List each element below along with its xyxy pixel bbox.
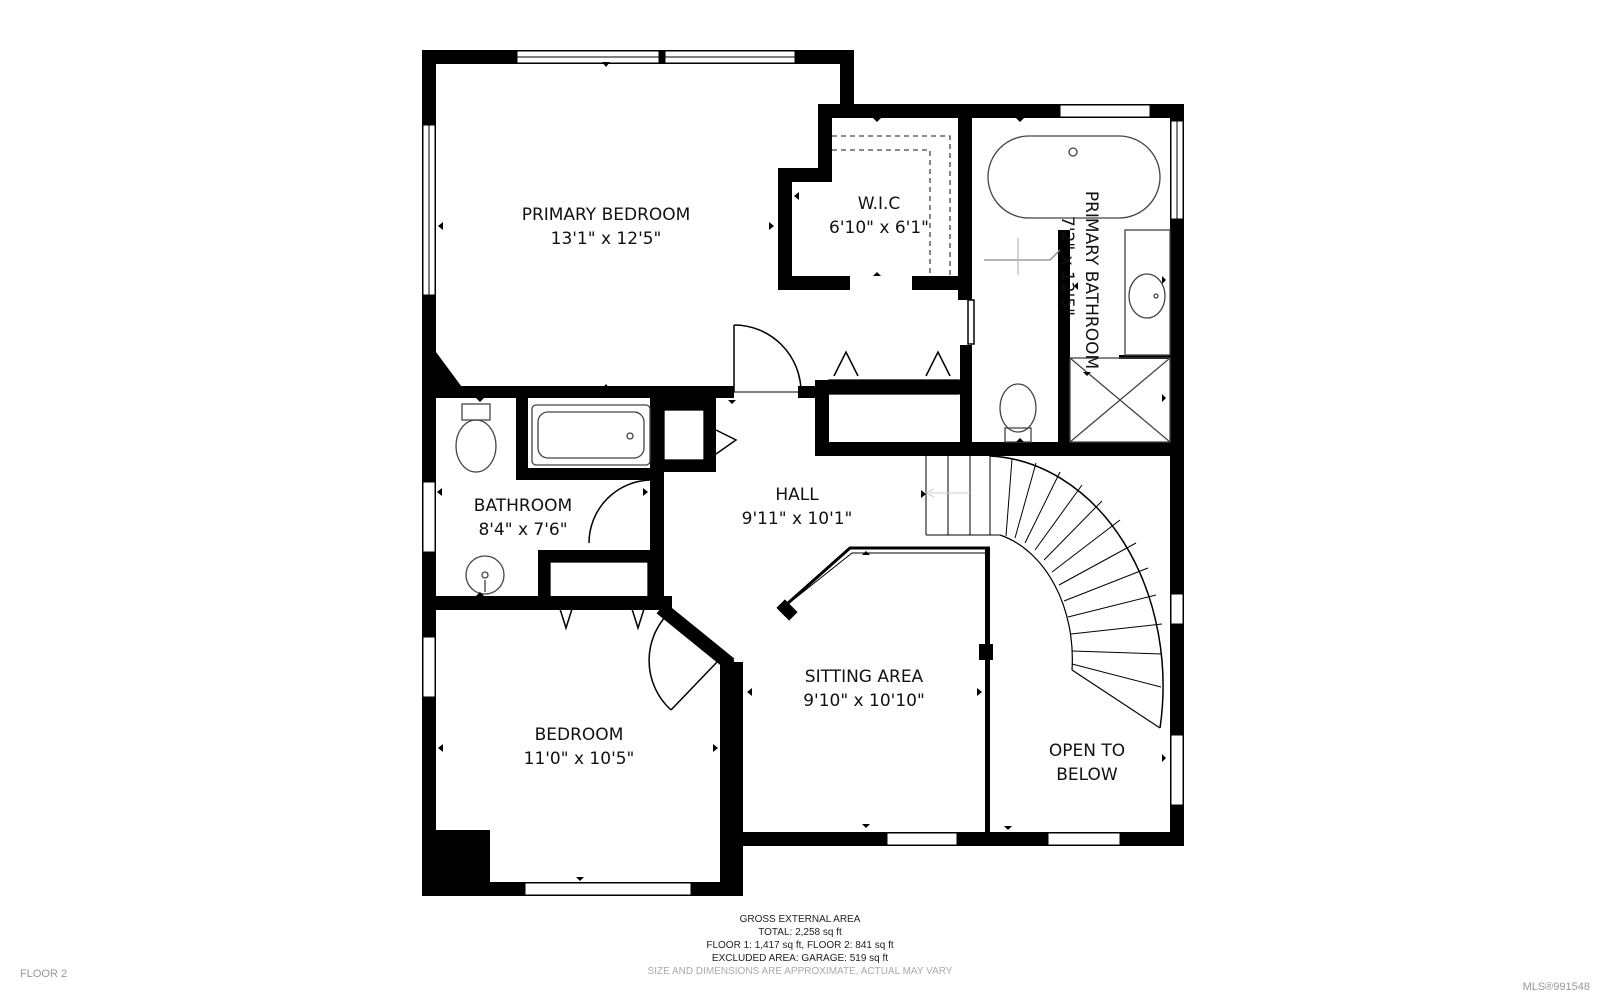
room-labels: PRIMARY BEDROOM 13'1" x 12'5" W.I.C 6'10…: [474, 191, 1125, 785]
primary-bathroom-size: 7'2" x 12'5": [1057, 216, 1077, 316]
hall-name: HALL: [775, 485, 819, 505]
mls-label: MLS®991548: [1522, 981, 1590, 993]
area-excluded: EXCLUDED AREA: GARAGE: 519 sq ft: [711, 953, 889, 964]
open-to-below-line1: OPEN TO: [1049, 741, 1125, 761]
open-to-below-line2: BELOW: [1056, 765, 1118, 785]
sitting-area-size: 9'10" x 10'10": [803, 691, 925, 711]
sitting-area-name: SITTING AREA: [805, 667, 924, 687]
dimension-markers: [437, 62, 1166, 881]
wic-size: 6'10" x 6'1": [829, 218, 929, 238]
windows: [422, 50, 1184, 896]
primary-bedroom-name: PRIMARY BEDROOM: [522, 205, 691, 225]
area-total: TOTAL: 2,258 sq ft: [758, 927, 842, 938]
doors: [559, 299, 975, 711]
staircase: [924, 455, 1164, 729]
railing: [786, 546, 990, 606]
bathroom-size: 8'4" x 7'6": [478, 520, 567, 540]
area-summary: GROSS EXTERNAL AREA TOTAL: 2,258 sq ft F…: [0, 913, 1600, 978]
area-floors: FLOOR 1: 1,417 sq ft, FLOOR 2: 841 sq ft: [706, 940, 894, 951]
bedroom-name: BEDROOM: [535, 725, 624, 745]
bathroom-name: BATHROOM: [474, 496, 572, 516]
fixtures: [455, 135, 1171, 609]
primary-bedroom-size: 13'1" x 12'5": [551, 229, 662, 249]
floor-label: FLOOR 2: [20, 968, 68, 980]
area-disclaimer: SIZE AND DIMENSIONS ARE APPROXIMATE, ACT…: [647, 966, 953, 977]
area-heading: GROSS EXTERNAL AREA: [739, 914, 861, 925]
hall-size: 9'11" x 10'1": [742, 509, 853, 529]
primary-bathroom-name: PRIMARY BATHROOM: [1081, 191, 1101, 369]
wic-name: W.I.C: [858, 194, 901, 214]
bedroom-size: 11'0" x 10'5": [524, 749, 635, 769]
